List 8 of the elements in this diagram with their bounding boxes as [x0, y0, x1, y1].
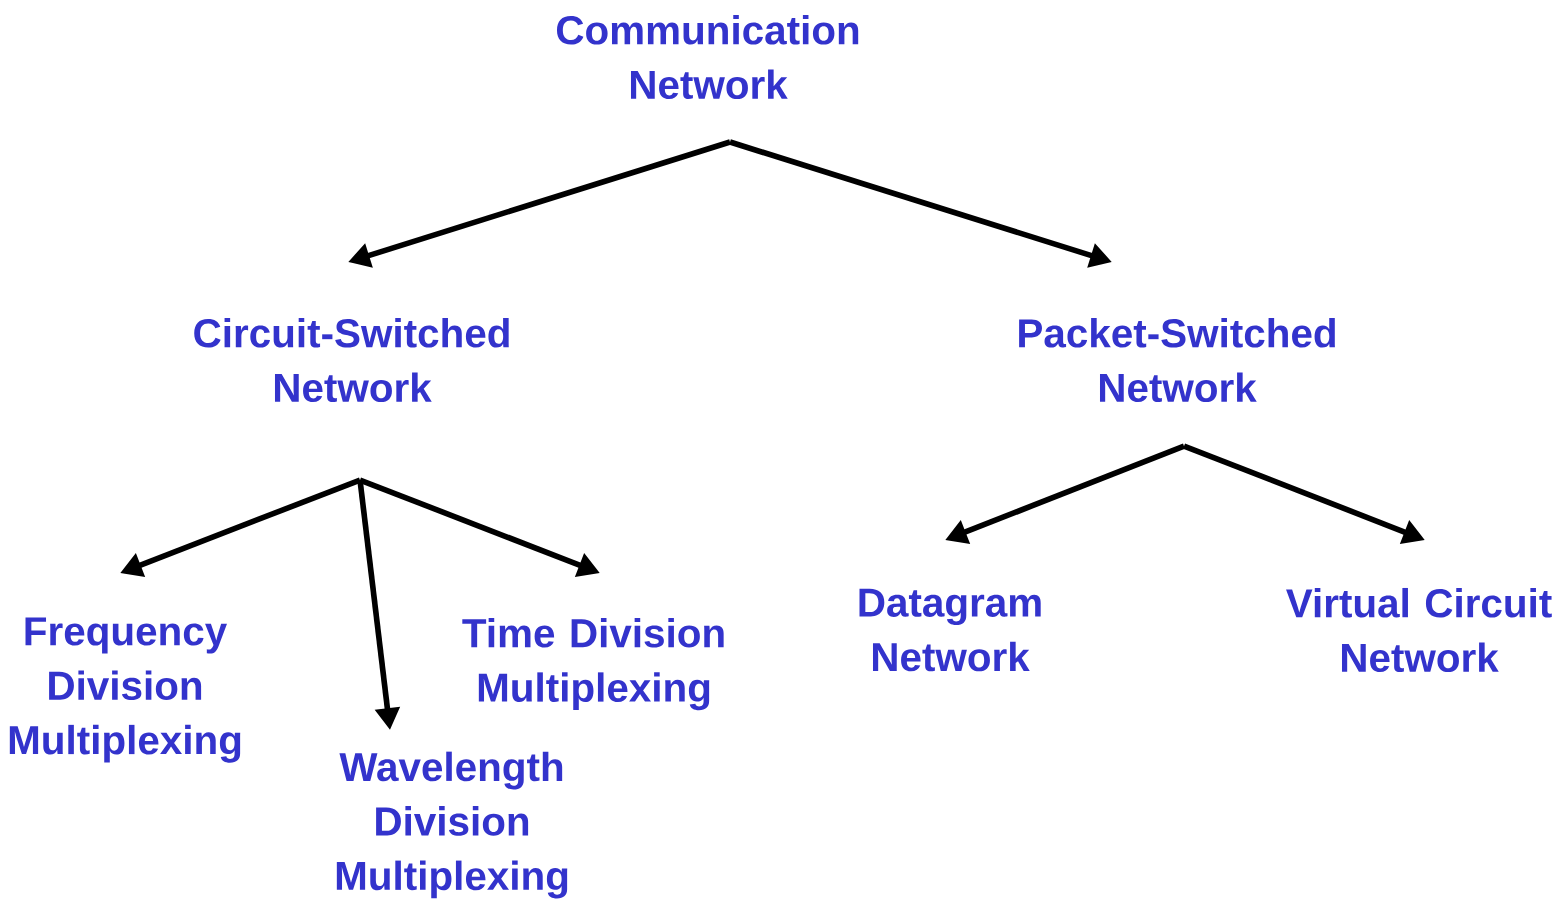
node-label: Datagram Network: [859, 588, 1041, 672]
node-label: Circuit-Switched Network: [194, 317, 509, 403]
node-label: Packet-Switched Network: [1019, 317, 1335, 403]
node-label: Time Division Multiplexing: [462, 617, 724, 711]
node-label: Virtual Circuit Network: [1286, 587, 1552, 673]
node-label: Communication Network: [557, 14, 859, 100]
node-label: Frequency Division Multiplexing: [9, 617, 241, 763]
node-label: Wavelength Division Multiplexing: [336, 751, 568, 899]
